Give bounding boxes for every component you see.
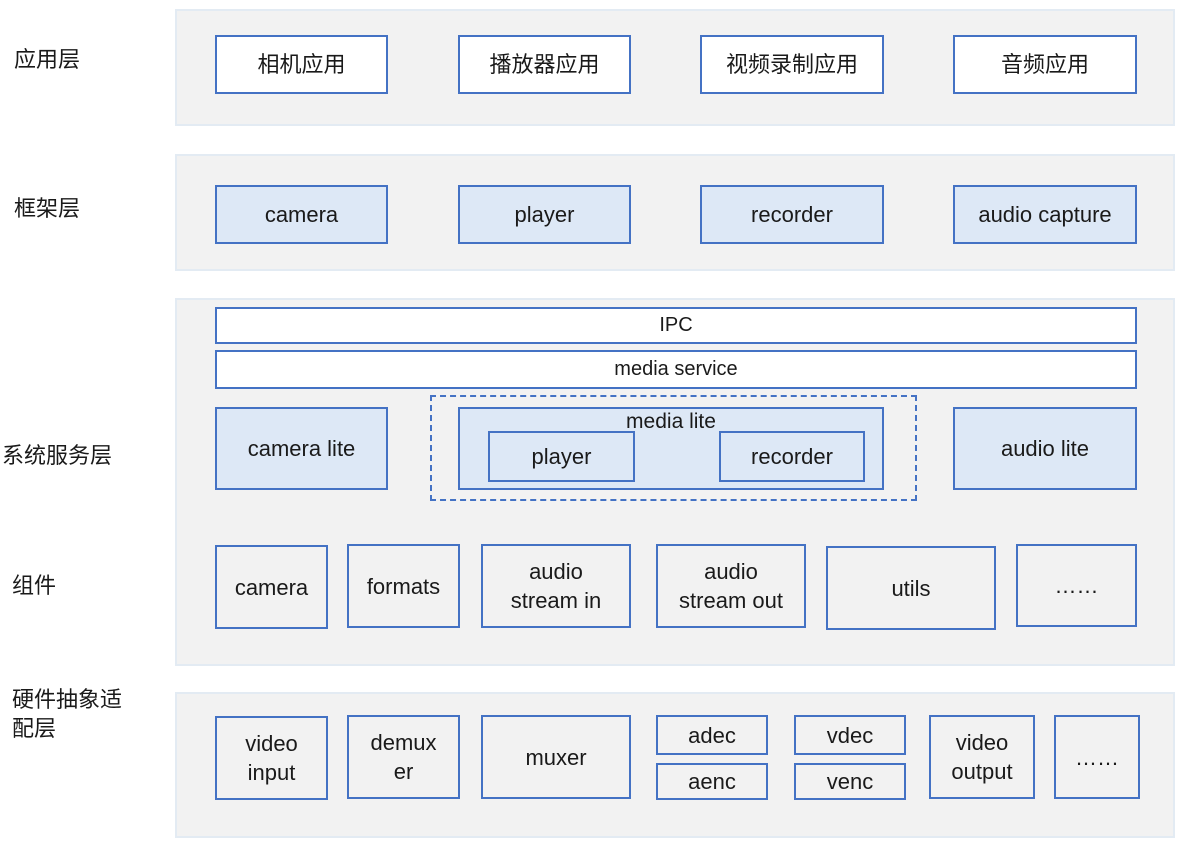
media-lite-recorder-box: recorder xyxy=(719,431,865,482)
media-lite-title: media lite xyxy=(626,410,716,433)
comp-camera-box: camera xyxy=(215,545,328,629)
fw-audio-capture-box: audio capture xyxy=(953,185,1137,244)
media-lite-player-box: player xyxy=(488,431,635,482)
app-audio-box: 音频应用 xyxy=(953,35,1137,94)
audio-lite-box: audio lite xyxy=(953,407,1137,490)
components-layer-label: 组件 xyxy=(12,573,57,598)
fw-player-box: player xyxy=(458,185,631,244)
hal-layer-label: 硬件抽象适 配层 xyxy=(12,687,123,741)
media-service-bar: media service xyxy=(215,350,1137,389)
comp-formats-box: formats xyxy=(347,544,460,628)
hal-video-input-box: video input xyxy=(215,716,328,800)
fw-camera-box: camera xyxy=(215,185,388,244)
hal-more-box: …… xyxy=(1054,715,1140,799)
ipc-bar: IPC xyxy=(215,307,1137,344)
camera-lite-box: camera lite xyxy=(215,407,388,490)
application-layer-label: 应用层 xyxy=(14,47,81,72)
comp-audio-stream-in-box: audio stream in xyxy=(481,544,631,628)
app-camera-box: 相机应用 xyxy=(215,35,388,94)
media-lite-dashed-group xyxy=(430,395,917,501)
comp-utils-box: utils xyxy=(826,546,996,630)
app-video-recorder-box: 视频录制应用 xyxy=(700,35,884,94)
framework-layer-label: 框架层 xyxy=(14,196,81,221)
hal-demuxer-box: demux er xyxy=(347,715,460,799)
hal-aenc-box: aenc xyxy=(656,763,768,800)
comp-more-box: …… xyxy=(1016,544,1137,627)
hal-vdec-box: vdec xyxy=(794,715,906,755)
comp-audio-stream-out-box: audio stream out xyxy=(656,544,806,628)
app-player-box: 播放器应用 xyxy=(458,35,631,94)
hal-muxer-box: muxer xyxy=(481,715,631,799)
hal-venc-box: venc xyxy=(794,763,906,800)
hal-adec-box: adec xyxy=(656,715,768,755)
hal-video-output-box: video output xyxy=(929,715,1035,799)
system-service-layer-label: 系统服务层 xyxy=(2,443,113,468)
fw-recorder-box: recorder xyxy=(700,185,884,244)
